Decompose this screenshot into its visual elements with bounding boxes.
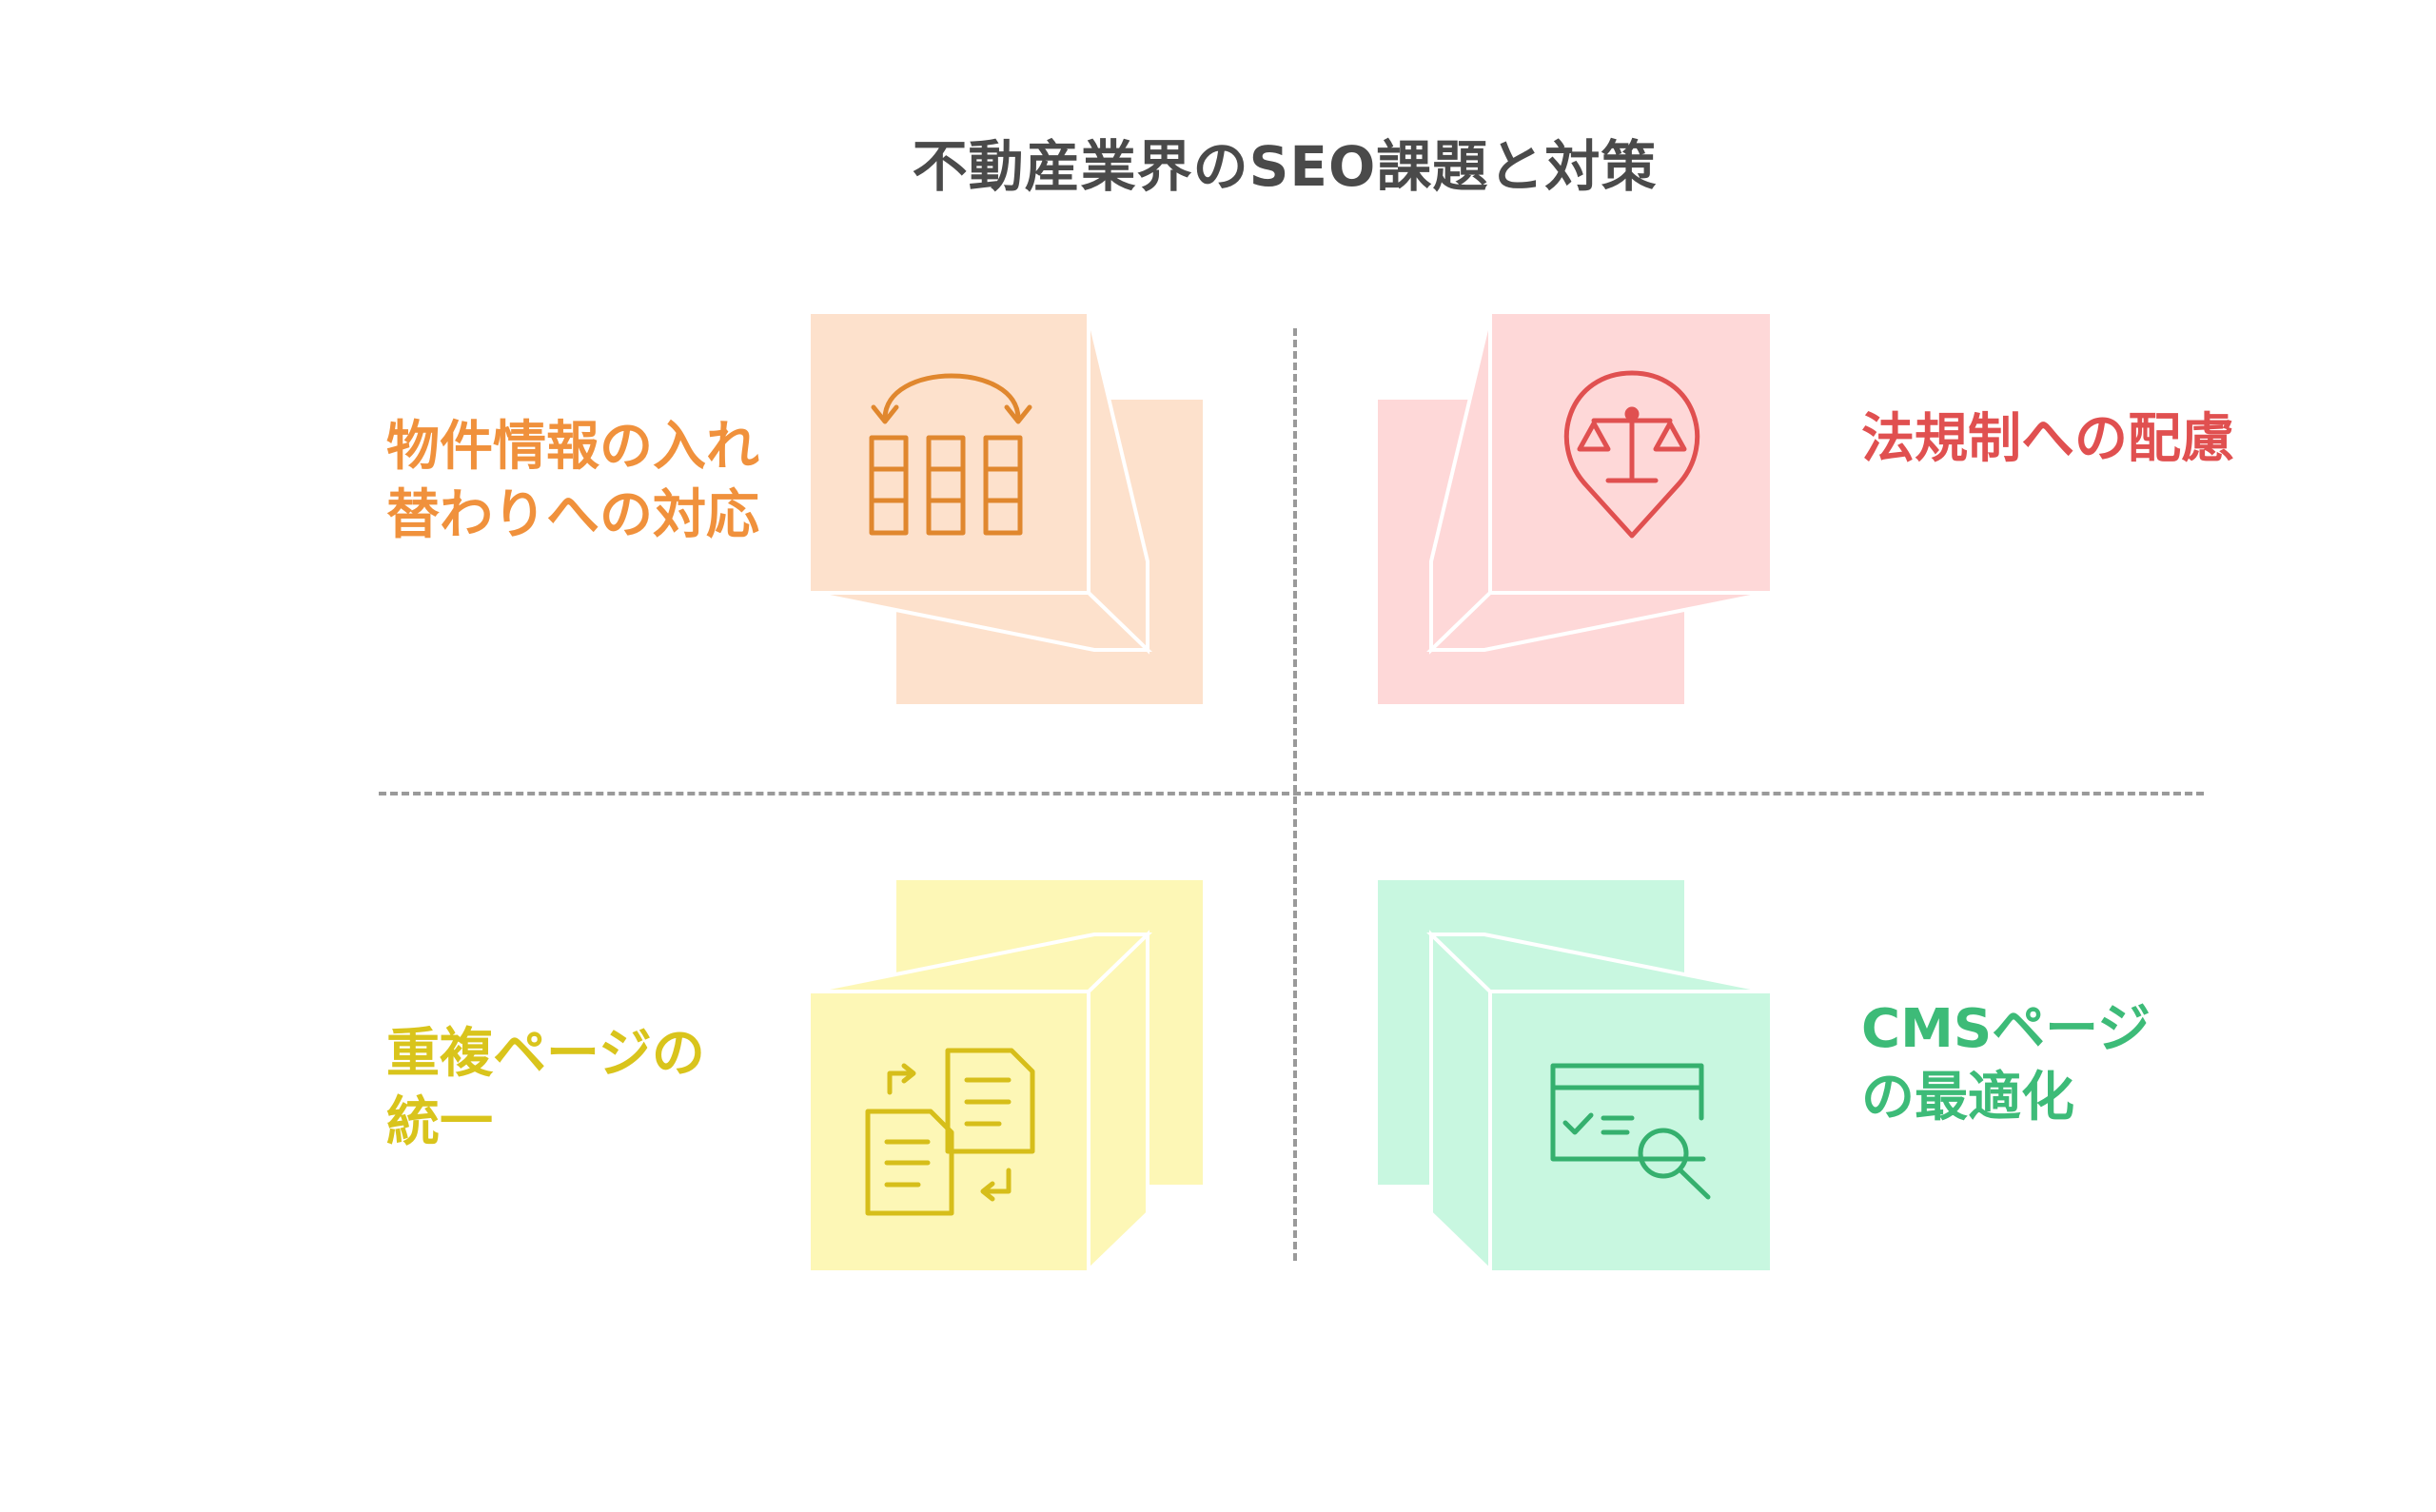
label-property-info: 物件情報の入れ 替わりへの対応	[386, 416, 759, 546]
box-duplicate-pages	[810, 880, 1203, 1275]
label-cms: CMSページ の最適化	[1861, 998, 2151, 1129]
back-panel	[1378, 880, 1684, 1185]
table-arrows-icon	[869, 373, 1032, 536]
back-panel	[896, 400, 1203, 704]
front-panel	[811, 314, 1089, 593]
horizontal-divider	[379, 792, 2204, 795]
duplicate-documents-icon	[865, 1048, 1035, 1216]
label-legal: 法規制への配慮	[1861, 408, 2234, 470]
front-panel	[1490, 992, 1770, 1270]
label-duplicate-pages: 重複ページの 統一	[386, 1023, 705, 1153]
scale-pin-icon	[1563, 370, 1700, 539]
front-panel	[811, 992, 1089, 1270]
box-cms	[1378, 880, 1771, 1275]
browser-search-icon	[1550, 1063, 1711, 1200]
back-panel	[896, 880, 1203, 1185]
front-panel	[1490, 314, 1770, 593]
box-property-info	[810, 313, 1203, 704]
box-legal	[1378, 313, 1771, 704]
page-title: 不動産業界のSEO課題と対策	[912, 134, 1658, 199]
back-panel	[1378, 400, 1684, 704]
